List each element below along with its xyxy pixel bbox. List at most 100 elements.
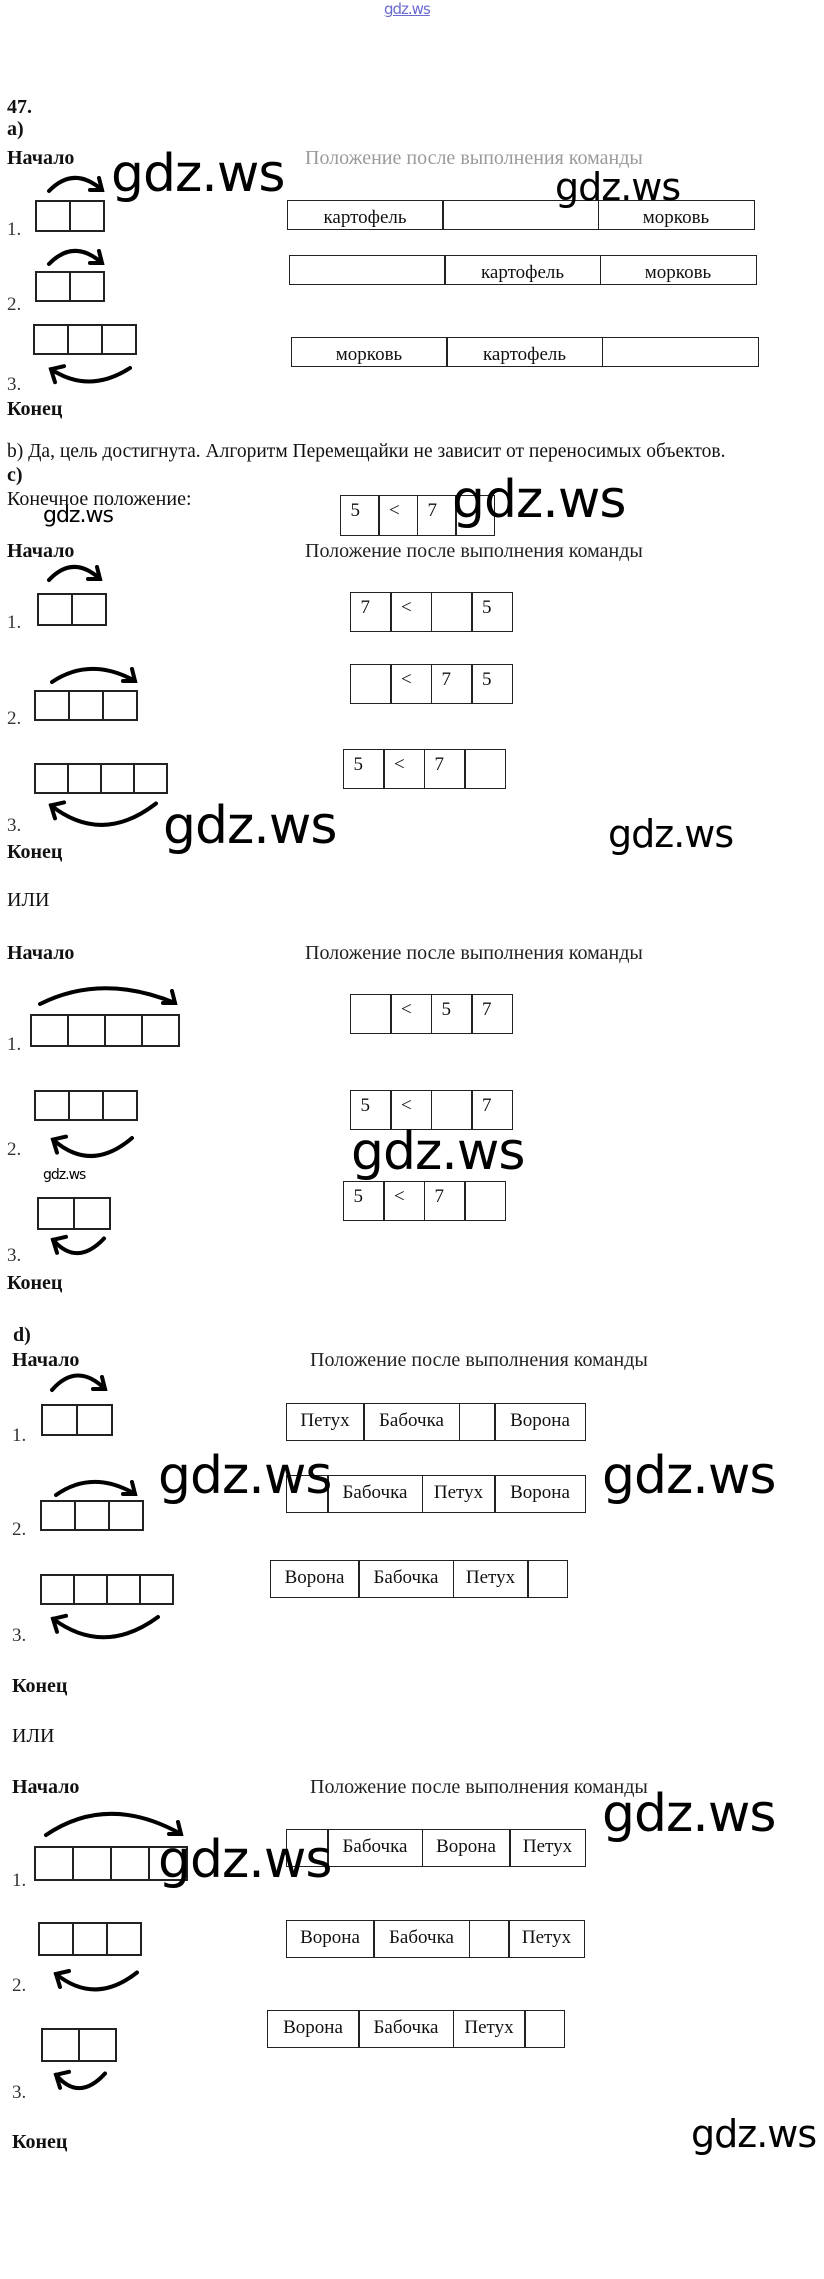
command-cell (67, 324, 103, 355)
arrow-right-icon (50, 1373, 108, 1392)
watermark: gdz.ws (602, 1446, 776, 1506)
position-cell: 5 (339, 495, 380, 536)
position-cell: Петух (285, 1403, 365, 1441)
end-label: Конец (7, 841, 63, 863)
part-d-label: d) (13, 1324, 31, 1346)
step-number: 1. (12, 1425, 27, 1446)
position-row: 5<7 (342, 749, 506, 789)
watermark: gdz.ws (158, 1446, 332, 1506)
command-cells (34, 690, 138, 721)
command-cell (35, 271, 71, 302)
position-row: 5<7 (339, 495, 495, 536)
empty-cell (285, 1829, 329, 1867)
position-cell: 7 (423, 1181, 466, 1221)
start-label: Начало (7, 942, 75, 964)
command-cell (101, 324, 137, 355)
arrow-left-icon (48, 364, 132, 385)
empty-cell (464, 1181, 506, 1221)
position-cell: Петух (421, 1475, 496, 1513)
step-number: 2. (12, 1975, 27, 1996)
command-cell (38, 1922, 74, 1956)
empty-cell (601, 337, 759, 367)
command-cell (102, 690, 138, 721)
watermark: gdz.ws (43, 503, 114, 528)
arrow-left-icon (50, 1613, 160, 1640)
position-cell: Бабочка (358, 2010, 454, 2048)
position-cell: Бабочка (327, 1475, 423, 1513)
position-cell: 5 (342, 1181, 385, 1221)
position-cell: < (383, 1181, 425, 1221)
empty-cell (442, 200, 599, 230)
command-cells (41, 2028, 117, 2062)
empty-cell (430, 1090, 473, 1130)
position-cell: 7 (423, 749, 466, 789)
empty-cell (349, 664, 392, 704)
command-cell (74, 1500, 110, 1531)
command-cell (68, 690, 104, 721)
command-cell (37, 593, 73, 626)
position-cell: < (383, 749, 425, 789)
step-number: 2. (12, 1519, 27, 1540)
empty-cell (285, 1475, 329, 1513)
command-cells (40, 1500, 144, 1531)
step-number: 1. (7, 1034, 22, 1055)
command-cells (33, 324, 137, 355)
empty-cell (468, 1920, 510, 1958)
position-cell: морковь (599, 255, 757, 285)
position-row: 7<5 (349, 592, 513, 632)
arrow-left-icon (53, 2069, 107, 2091)
step-number: 3. (7, 815, 22, 836)
start-label: Начало (12, 1776, 80, 1798)
part-b-text: b) Да, цель достигнута. Алгоритм Перемещ… (7, 441, 726, 462)
start-label: Начало (12, 1349, 80, 1371)
command-cell (71, 593, 107, 626)
position-cell: Петух (508, 1920, 585, 1958)
command-cell (41, 2028, 80, 2062)
end-label: Конец (7, 1272, 63, 1294)
command-cell (108, 1500, 144, 1531)
position-cell: Ворона (266, 2010, 360, 2048)
position-cell: 7 (471, 1090, 513, 1130)
position-cell: Ворона (285, 1920, 375, 1958)
position-cell: 5 (342, 749, 385, 789)
watermark: gdz.ws (111, 144, 285, 204)
arrow-left-icon (50, 1234, 106, 1256)
position-cell: < (390, 1090, 432, 1130)
empty-cell (527, 1560, 568, 1598)
position-row: 5<7 (342, 1181, 506, 1221)
position-cell: морковь (597, 200, 755, 230)
task-number: 47. (7, 96, 32, 118)
position-cell: картофель (286, 200, 444, 230)
position-cell: 5 (349, 1090, 392, 1130)
command-cell (37, 1197, 75, 1230)
command-cell (106, 1922, 142, 1956)
watermark: gdz.ws (555, 165, 681, 209)
watermark: gdz.ws (158, 1830, 332, 1890)
watermark: gdz.ws (163, 796, 337, 856)
command-cell (110, 1846, 150, 1881)
command-cell (67, 763, 102, 794)
positions-header: Положение после выполнения команды (305, 942, 643, 964)
command-cell (139, 1574, 174, 1605)
positions-header: Положение после выполнения команды (310, 1776, 648, 1798)
position-cell: < (390, 664, 432, 704)
command-cell (100, 763, 135, 794)
part-c-label: c) (7, 464, 23, 486)
command-cells (38, 1922, 142, 1956)
position-row: 5<7 (349, 1090, 513, 1130)
step-number: 3. (12, 2082, 27, 2103)
watermark: gdz.ws (691, 2112, 817, 2156)
part-a-label: а) (7, 118, 24, 140)
command-cell (73, 1197, 111, 1230)
position-cell: морковь (290, 337, 448, 367)
command-cell (30, 1014, 69, 1047)
step-number: 2. (7, 708, 22, 729)
watermark: gdz.ws (602, 1784, 776, 1844)
command-cells (34, 763, 168, 794)
arrow-left-icon (48, 800, 158, 827)
position-cell: Ворона (494, 1475, 586, 1513)
